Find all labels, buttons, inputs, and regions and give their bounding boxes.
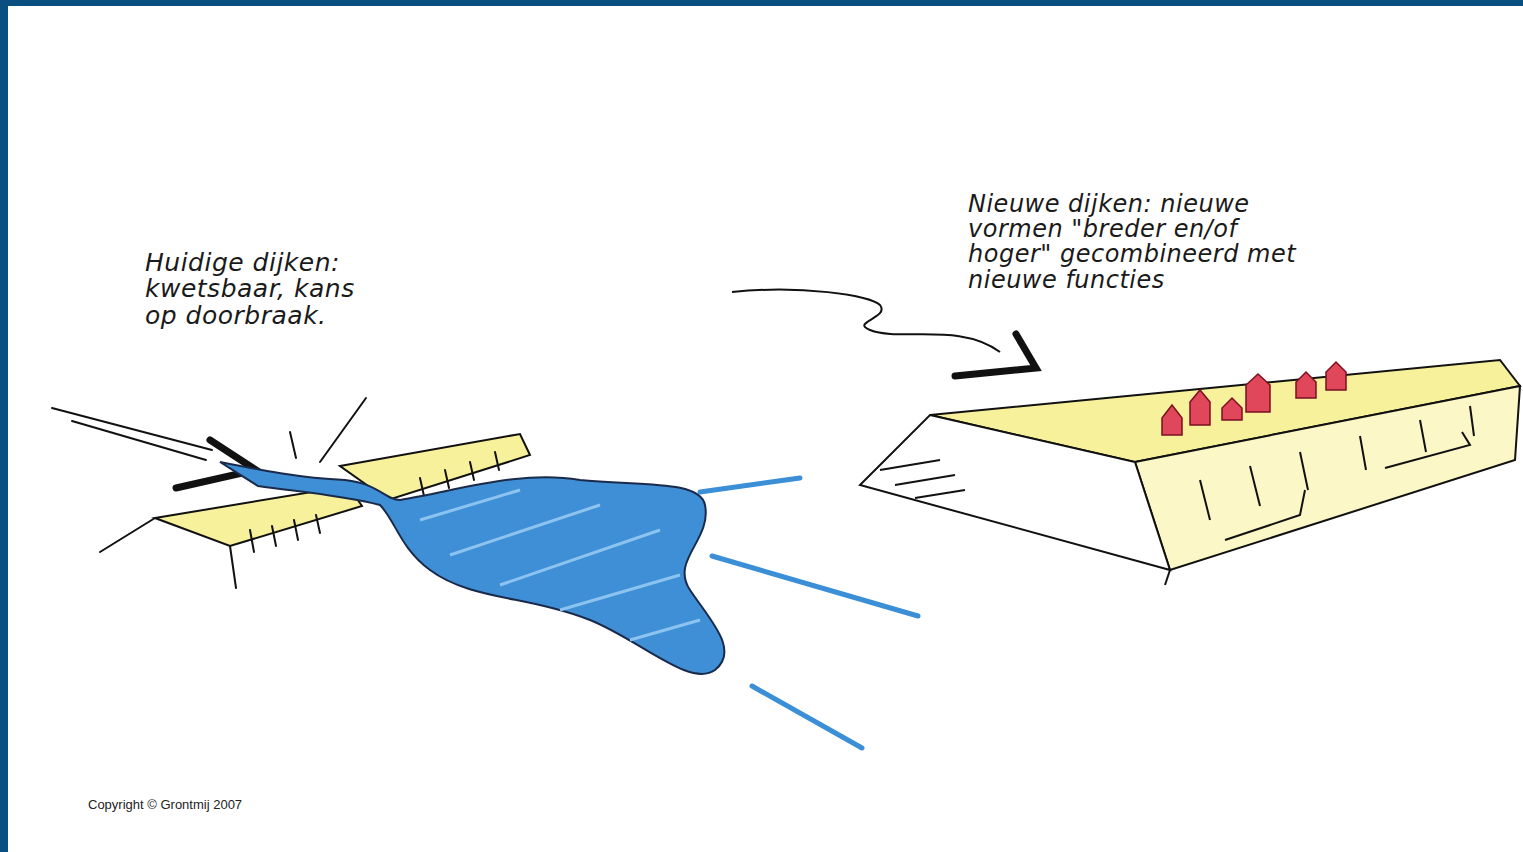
water-streak [500,530,660,585]
new-dike [860,360,1520,585]
wavy-arrow [732,290,1000,352]
slope-hatch [1200,406,1474,520]
water-streak [560,575,680,610]
flood-water [220,462,725,674]
splash-line [320,398,366,462]
frame-band [0,0,8,852]
sketch-line [52,408,212,450]
river-stroke [700,478,800,492]
house [1296,372,1316,398]
river-strokes [700,478,918,748]
river-stroke [712,556,918,616]
water-streak [450,505,600,555]
house [1162,405,1182,435]
river-stroke [752,686,862,748]
water-streak [630,620,700,640]
dike-slope [1135,386,1520,570]
water-streak [420,490,520,520]
splash-line [290,432,296,458]
frame-band [0,0,1523,6]
dike-hatch [250,515,320,552]
sketch-line [72,421,206,460]
side-hatch [880,460,965,498]
dike-side [860,415,1170,570]
house [1222,398,1242,420]
sketch-line [230,546,236,588]
water-streaks [420,490,700,640]
sketch-line [1165,570,1170,585]
arrow-head [955,334,1036,376]
sketch-line [100,518,155,552]
slope-detail [1225,490,1305,540]
house [1246,374,1270,412]
houses [1162,362,1346,435]
house [1326,362,1346,390]
breach-arrow [176,440,256,488]
annotation-new: Nieuwe dijken: nieuwe vormen "breder en/… [968,192,1298,293]
slope-detail [1385,432,1470,468]
annotation-current: Huidige dijken: kwetsbaar, kans op doorb… [145,250,395,329]
house [1190,390,1210,425]
copyright-note: Copyright © Grontmij 2007 [88,797,388,812]
